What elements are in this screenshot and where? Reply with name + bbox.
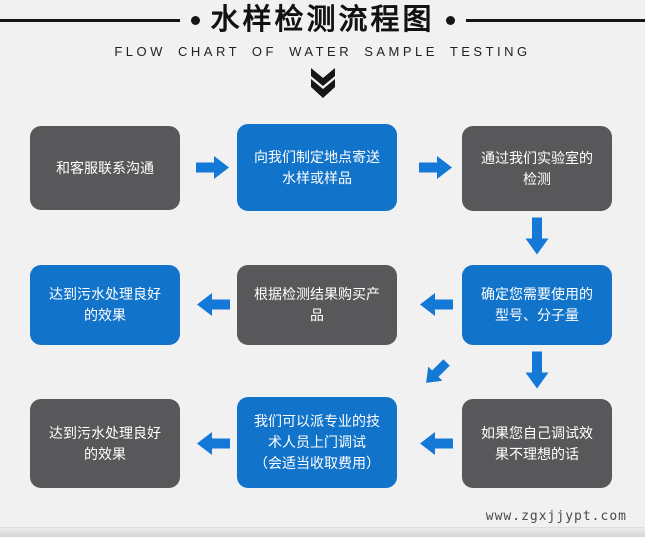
header: 水样检测流程图 FLOW CHART OF WATER SAMPLE TESTI… [0,0,645,98]
flow-step-5-label: 根据检测结果购买产品 [254,286,380,323]
arrow-left-icon [420,432,453,455]
title-dot-left [190,16,200,26]
flow-step-2: 向我们制定地点寄送水样或样品 [237,124,397,211]
watermark-url: www.zgxjjypt.com [485,509,627,524]
flow-step-7: 如果您自己调试效果不理想的话 [462,399,612,488]
flow-step-9-label: 达到污水处理良好的效果 [49,424,161,462]
flow-step-5: 根据检测结果购买产品 [237,265,397,345]
double-chevron-down-icon [0,67,645,98]
flow-step-4-label: 确定您需要使用的型号、分子量 [481,286,593,323]
title-row: 水样检测流程图 [0,4,645,37]
arrow-right-icon [419,156,452,179]
arrow-down-icon [525,351,549,389]
page-title: 水样检测流程图 [210,4,435,36]
arrow-right-icon [196,156,229,179]
arrow-left-icon [420,293,453,316]
flow-step-3-label: 通过我们实验室的检测 [481,149,593,187]
flow-step-3: 通过我们实验室的检测 [462,126,612,211]
arrow-left-icon [197,293,230,316]
flow-step-7-label: 如果您自己调试效果不理想的话 [481,424,593,462]
page-bottom-edge [0,527,645,537]
flow-step-1-label: 和客服联系沟通 [56,159,154,176]
flow-step-1: 和客服联系沟通 [30,126,180,210]
flow-step-9: 达到污水处理良好的效果 [30,399,180,488]
flow-step-4: 确定您需要使用的型号、分子量 [462,265,612,345]
title-rule-right [465,19,645,23]
arrow-down-left-icon [426,359,450,383]
arrow-down-icon [525,217,549,255]
title-dot-right [445,16,455,26]
flow-step-2-label: 向我们制定地点寄送水样或样品 [254,148,380,186]
flow-step-6: 达到污水处理良好的效果 [30,265,180,345]
flow-step-8-label: 我们可以派专业的技术人员上门调试 （会适当收取费用） [254,413,380,471]
title-rule-left [0,19,180,23]
page-subtitle: FLOW CHART OF WATER SAMPLE TESTING [114,43,531,59]
flow-step-6-label: 达到污水处理良好的效果 [49,286,161,323]
arrow-left-icon [197,432,230,455]
flow-step-8: 我们可以派专业的技术人员上门调试 （会适当收取费用） [237,397,397,488]
